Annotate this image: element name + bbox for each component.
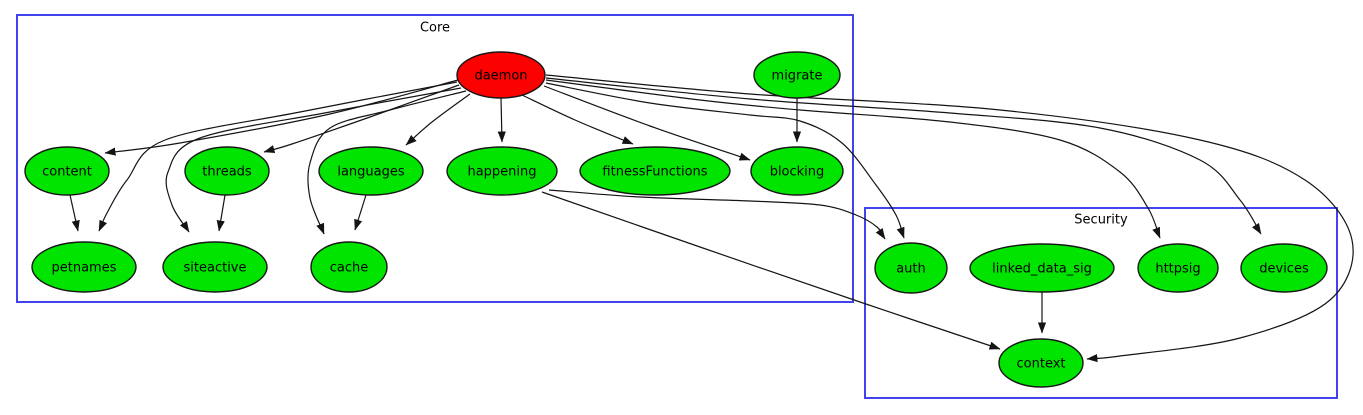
node-content: content [24,146,110,196]
node-happening-label: happening [467,165,536,180]
node-siteactive: siteactive [162,241,268,293]
node-linked_data_sig-label: linked_data_sig [992,262,1092,277]
node-daemon: daemon [456,51,546,99]
node-cache-label: cache [330,261,369,276]
node-content-label: content [42,165,92,180]
edge-languages-cache [354,194,367,231]
edge-daemon-siteactive [165,87,462,233]
cluster-security-border [864,207,1338,399]
node-linked_data_sig: linked_data_sig [969,243,1115,293]
node-fitnessFunctions-label: fitnessFunctions [602,165,707,180]
node-petnames-label: petnames [52,261,117,276]
cluster-core: Core [16,14,854,303]
node-petnames-ellipse [31,241,137,293]
edge-daemon-cache [307,90,467,235]
cluster-core-border [16,14,854,303]
node-languages-ellipse [318,146,424,196]
node-blocking-label: blocking [770,165,825,180]
node-cache-ellipse [310,241,388,293]
node-threads: threads [184,146,270,196]
edge-daemon-content [104,79,459,156]
edge-daemon-blocking [543,85,751,161]
node-happening-ellipse [446,146,558,196]
node-migrate: migrate [753,51,841,99]
node-threads-ellipse [184,146,270,196]
cluster-core-label: Core [420,21,450,36]
edge-daemon-threads [263,84,460,154]
node-daemon-label: daemon [474,69,527,84]
edge-daemon-devices [545,77,1262,235]
node-blocking-ellipse [750,146,844,196]
cluster-security: Security [864,207,1338,399]
node-httpsig-ellipse [1137,243,1219,293]
node-linked_data_sig-ellipse [969,243,1115,293]
node-auth-ellipse [874,242,948,294]
node-languages-label: languages [337,165,405,180]
cluster-security-label: Security [1074,213,1128,228]
edge-content-petnames [69,194,80,232]
edge-daemon-languages [405,93,471,146]
node-fitnessFunctions-ellipse [579,146,731,196]
edge-threads-siteactive [216,194,226,232]
node-petnames: petnames [31,241,137,293]
node-devices: devices [1240,243,1328,293]
node-threads-label: threads [202,165,252,180]
node-cache: cache [310,241,388,293]
node-blocking: blocking [750,146,844,196]
node-auth: auth [874,242,948,294]
edge-daemon-auth [545,82,905,239]
edge-daemon-fitnessFunctions [521,94,634,145]
node-happening: happening [446,146,558,196]
node-context: context [998,338,1084,388]
node-migrate-label: migrate [772,69,823,84]
edge-daemon-context [545,74,1354,363]
node-siteactive-ellipse [162,241,268,293]
edge-daemon-happening [497,97,506,143]
node-languages: languages [318,146,424,196]
node-auth-label: auth [896,262,926,277]
edge-happening-context [541,191,1001,350]
node-content-ellipse [24,146,110,196]
node-migrate-ellipse [753,51,841,99]
node-siteactive-label: siteactive [184,261,247,276]
node-httpsig-label: httpsig [1155,262,1200,277]
node-context-label: context [1017,357,1066,372]
edge-happening-auth [548,189,886,240]
node-daemon-ellipse [456,51,546,99]
node-context-ellipse [998,338,1084,388]
node-fitnessFunctions: fitnessFunctions [579,146,731,196]
edge-daemon-httpsig [545,79,1161,239]
node-devices-ellipse [1240,243,1328,293]
edge-daemon-petnames [98,81,458,232]
node-httpsig: httpsig [1137,243,1219,293]
node-devices-label: devices [1259,262,1309,277]
